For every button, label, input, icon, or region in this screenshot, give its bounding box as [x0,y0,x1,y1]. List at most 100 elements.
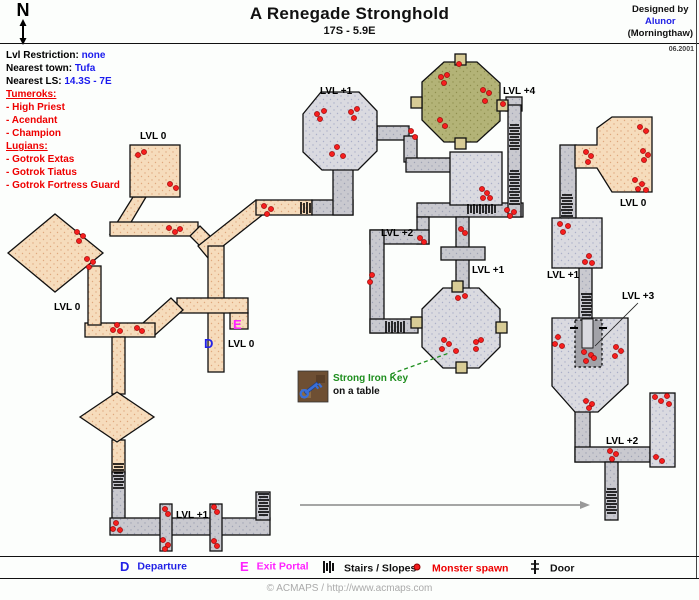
map-room [78,391,156,443]
door-marker [451,280,464,293]
monster-spawn-dot [141,149,147,155]
info-field-label: Nearest LS: [6,76,62,87]
stairs-marker [385,321,405,333]
monster-spawn-dot [160,537,166,543]
monster-spawn-dot [173,185,179,191]
stairs-marker [561,194,573,217]
monster-spawn-dot [555,334,561,340]
stairs-symbol-wrap [322,559,336,578]
legend-item-stairs: Stairs / Slopes [322,559,416,575]
monster-spawn-dot [264,211,270,217]
stairs-marker [467,204,496,214]
monster-spawn-dot [165,511,171,517]
map-room [302,91,378,171]
monster-spawn-dot [583,398,589,404]
monster-spawn-dot [652,394,658,400]
stairs-marker [300,202,311,214]
stairs-marker [581,293,592,316]
strong-iron-key-icon [297,370,329,403]
legend-label: Stairs / Slopes [344,562,417,575]
map-level-label: LVL +1 [320,86,353,97]
stairs-marker [258,493,269,516]
monster-spawn-dot [473,339,479,345]
monster-spawn-dot [613,451,619,457]
compass-arrow-icon [19,19,27,45]
info-field-value: none [81,50,106,61]
monster-spawn-dot [177,226,183,232]
map-level-label: LVL +1 [547,270,580,281]
monster-spawn-dot [442,123,448,129]
date-stamp: 06.2001 [668,46,694,53]
info-field-label: Lvl Restriction: [6,50,79,61]
stairs-icon [323,561,334,573]
monster-spawn-dot [261,203,267,209]
key-note-line2: on a table [333,386,380,397]
monster-spawn-dot [438,74,444,80]
monster-spawn-dot [559,343,565,349]
exit-symbol: E [240,559,249,574]
monster-spawn-dot [455,295,461,301]
right-border [696,0,697,578]
monster-spawn-dot [166,225,172,231]
monster-spawn-dot [484,190,490,196]
map-corridor [87,265,102,326]
monster-spawn-dot [134,325,140,331]
monster-list-item: - Acendant [6,115,58,126]
map-corridor [109,221,199,237]
door-marker [410,96,423,109]
monster-spawn-dot [560,229,566,235]
monster-spawn-dot [618,348,624,354]
map-level-label: LVL 0 [140,131,167,142]
monster-spawn-dot [76,238,82,244]
monster-spawn-dot [334,144,340,150]
map-sub-room-entry [581,318,594,349]
monster-spawn-dot [367,279,373,285]
departure-marker: D [204,336,213,351]
monster-spawn-dot [478,337,484,343]
stairs-marker [606,488,617,514]
monster-spawn-dot [354,106,360,112]
map-room [449,151,503,206]
monster-spawn-dot [613,344,619,350]
monster-spawn-dot [80,233,86,239]
key-callout-line [390,352,450,375]
monster-spawn-dot [162,506,168,512]
monster-spawn-dot [172,229,178,235]
map-corridor [111,336,126,395]
monster-spawn-dot [321,108,327,114]
monster-spawn-dot [585,159,591,165]
legend-label: Departure [137,560,187,573]
monster-spawn-dot [612,353,618,359]
monster-list-item: - High Priest [6,102,65,113]
door-marker [455,361,468,374]
info-field-value: 14.3S - 7E [64,76,112,87]
compass-north: N [8,1,38,50]
monster-spawn-dot [417,235,423,241]
stairs-marker [509,170,520,205]
legend-item-departure: D Departure [120,559,187,575]
monster-spawn-dot [659,458,665,464]
info-field-value: Tufa [74,63,96,74]
monster-spawn-dot [609,456,615,462]
monster-group-heading: Tumeroks: [6,89,57,100]
monster-spawn-dot [640,148,646,154]
info-field: Lvl Restriction: none [6,49,156,62]
monster-spawn-dot [643,128,649,134]
door-icon [531,560,539,574]
monster-spawn-dot [456,61,462,67]
stairs-marker [509,124,520,150]
monster-spawn-dot [139,328,145,334]
monster-spawn-dot [446,341,452,347]
monster-spawn-dot [117,328,123,334]
map-level-label: LVL +2 [606,436,639,447]
map-room [421,61,501,143]
map-level-label: LVL 0 [228,339,255,350]
monster-spawn-dot [511,209,517,215]
monster-spawn-dot [113,520,119,526]
departure-symbol: D [120,559,130,574]
monster-spawn-dot [641,157,647,163]
monster-spawn-dot [453,348,459,354]
monster-spawn-dot [408,128,414,134]
